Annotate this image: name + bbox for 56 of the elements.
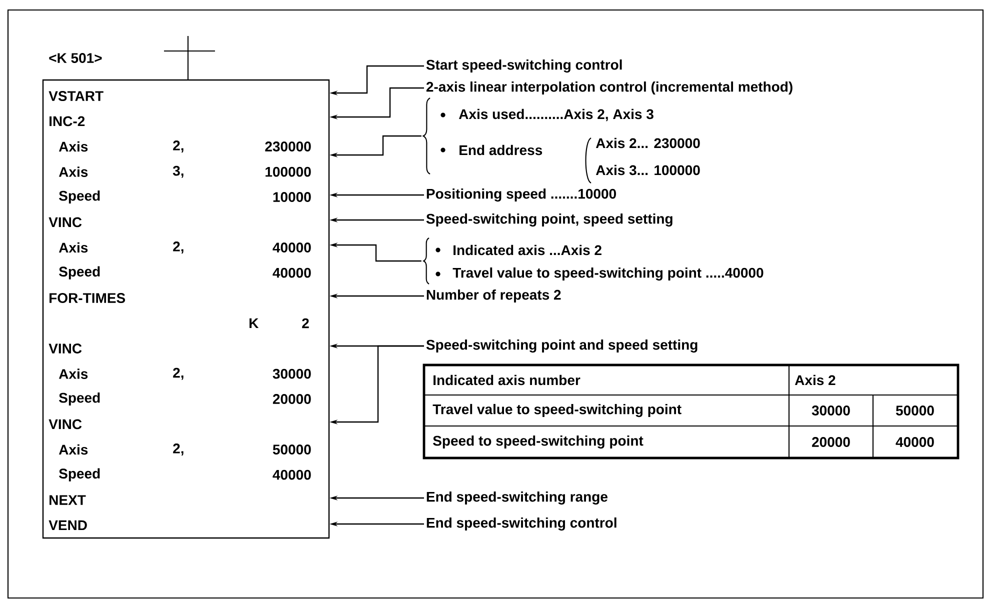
- code-text: 40000: [272, 242, 311, 252]
- annotation-text: Travel value to speed-switching point .....40000: [452, 267, 764, 281]
- table-cell: Travel value to speed-switching point: [432, 404, 682, 418]
- code-text: INC-2: [50, 116, 85, 126]
- annotation-text: End speed-switching range: [426, 491, 608, 505]
- code-text: Axis: [58, 444, 88, 455]
- code-text: 2,: [173, 242, 184, 254]
- table-cell: Speed to speed-switching point: [433, 435, 644, 449]
- code-text: 100000: [266, 166, 311, 177]
- code-text: Axis: [58, 166, 88, 177]
- code-text: VEND: [48, 520, 87, 530]
- code-text: Speed: [59, 190, 100, 204]
- table-cell: 30000: [812, 406, 850, 416]
- code-text: 40000: [272, 470, 311, 480]
- annotation-text: Speed-switching point and speed setting: [426, 339, 698, 353]
- code-text: 20000: [272, 394, 311, 404]
- code-text: VSTART: [48, 91, 104, 101]
- code-text: Speed: [59, 392, 100, 406]
- code-text: 3,: [172, 166, 184, 178]
- annotation-text: Number of repeats 2: [426, 289, 561, 303]
- code-text: 230000: [265, 142, 311, 152]
- code-text: 2,: [173, 444, 184, 456]
- code-text: 40000: [272, 268, 311, 278]
- annotation-text: Speed-switching point, speed setting: [426, 213, 672, 227]
- code-text: 50000: [272, 444, 311, 454]
- table-cell: 20000: [812, 437, 850, 447]
- code-text: K: [250, 318, 259, 328]
- annotation-text: Start speed-switching control: [426, 59, 622, 73]
- code-text: 2,: [173, 140, 184, 152]
- annotation-text: End address: [460, 144, 542, 156]
- code-text: Axis: [58, 141, 88, 152]
- table-cell: Axis 2: [794, 374, 836, 386]
- code-text: Speed: [59, 266, 100, 280]
- annotation-text: Positioning speed .......10000: [426, 188, 616, 202]
- annotation-text: End speed-switching control: [426, 517, 616, 531]
- code-text: Axis: [58, 368, 88, 379]
- code-text: 30000: [272, 368, 311, 379]
- code-text: 2: [302, 318, 309, 328]
- code-text: FOR-TIMES: [50, 293, 126, 303]
- code-text: 2,: [173, 368, 184, 380]
- annotation-text: Axis 2... 230000: [596, 138, 700, 148]
- table-cell: 50000: [896, 406, 934, 416]
- code-text: 10000: [273, 192, 311, 202]
- code-text: NEXT: [50, 495, 86, 505]
- annotation-text: 2-axis linear interpolation control (incremental method): [426, 81, 792, 95]
- annotation-text: Indicated axis ...Axis 2: [454, 244, 602, 256]
- table-cell: Indicated axis number: [434, 374, 580, 386]
- program-heading: <K 501>: [49, 53, 102, 63]
- code-text: Axis: [58, 242, 88, 253]
- annotation-text: Axis used..........Axis 2, Axis 3: [458, 108, 654, 122]
- table-cell: 40000: [896, 437, 934, 447]
- code-text: VINC: [48, 344, 82, 354]
- code-text: VINC: [48, 217, 82, 228]
- annotation-text: Axis 3... 100000: [596, 164, 700, 176]
- code-text: Speed: [59, 468, 100, 482]
- code-text: VINC: [48, 419, 82, 430]
